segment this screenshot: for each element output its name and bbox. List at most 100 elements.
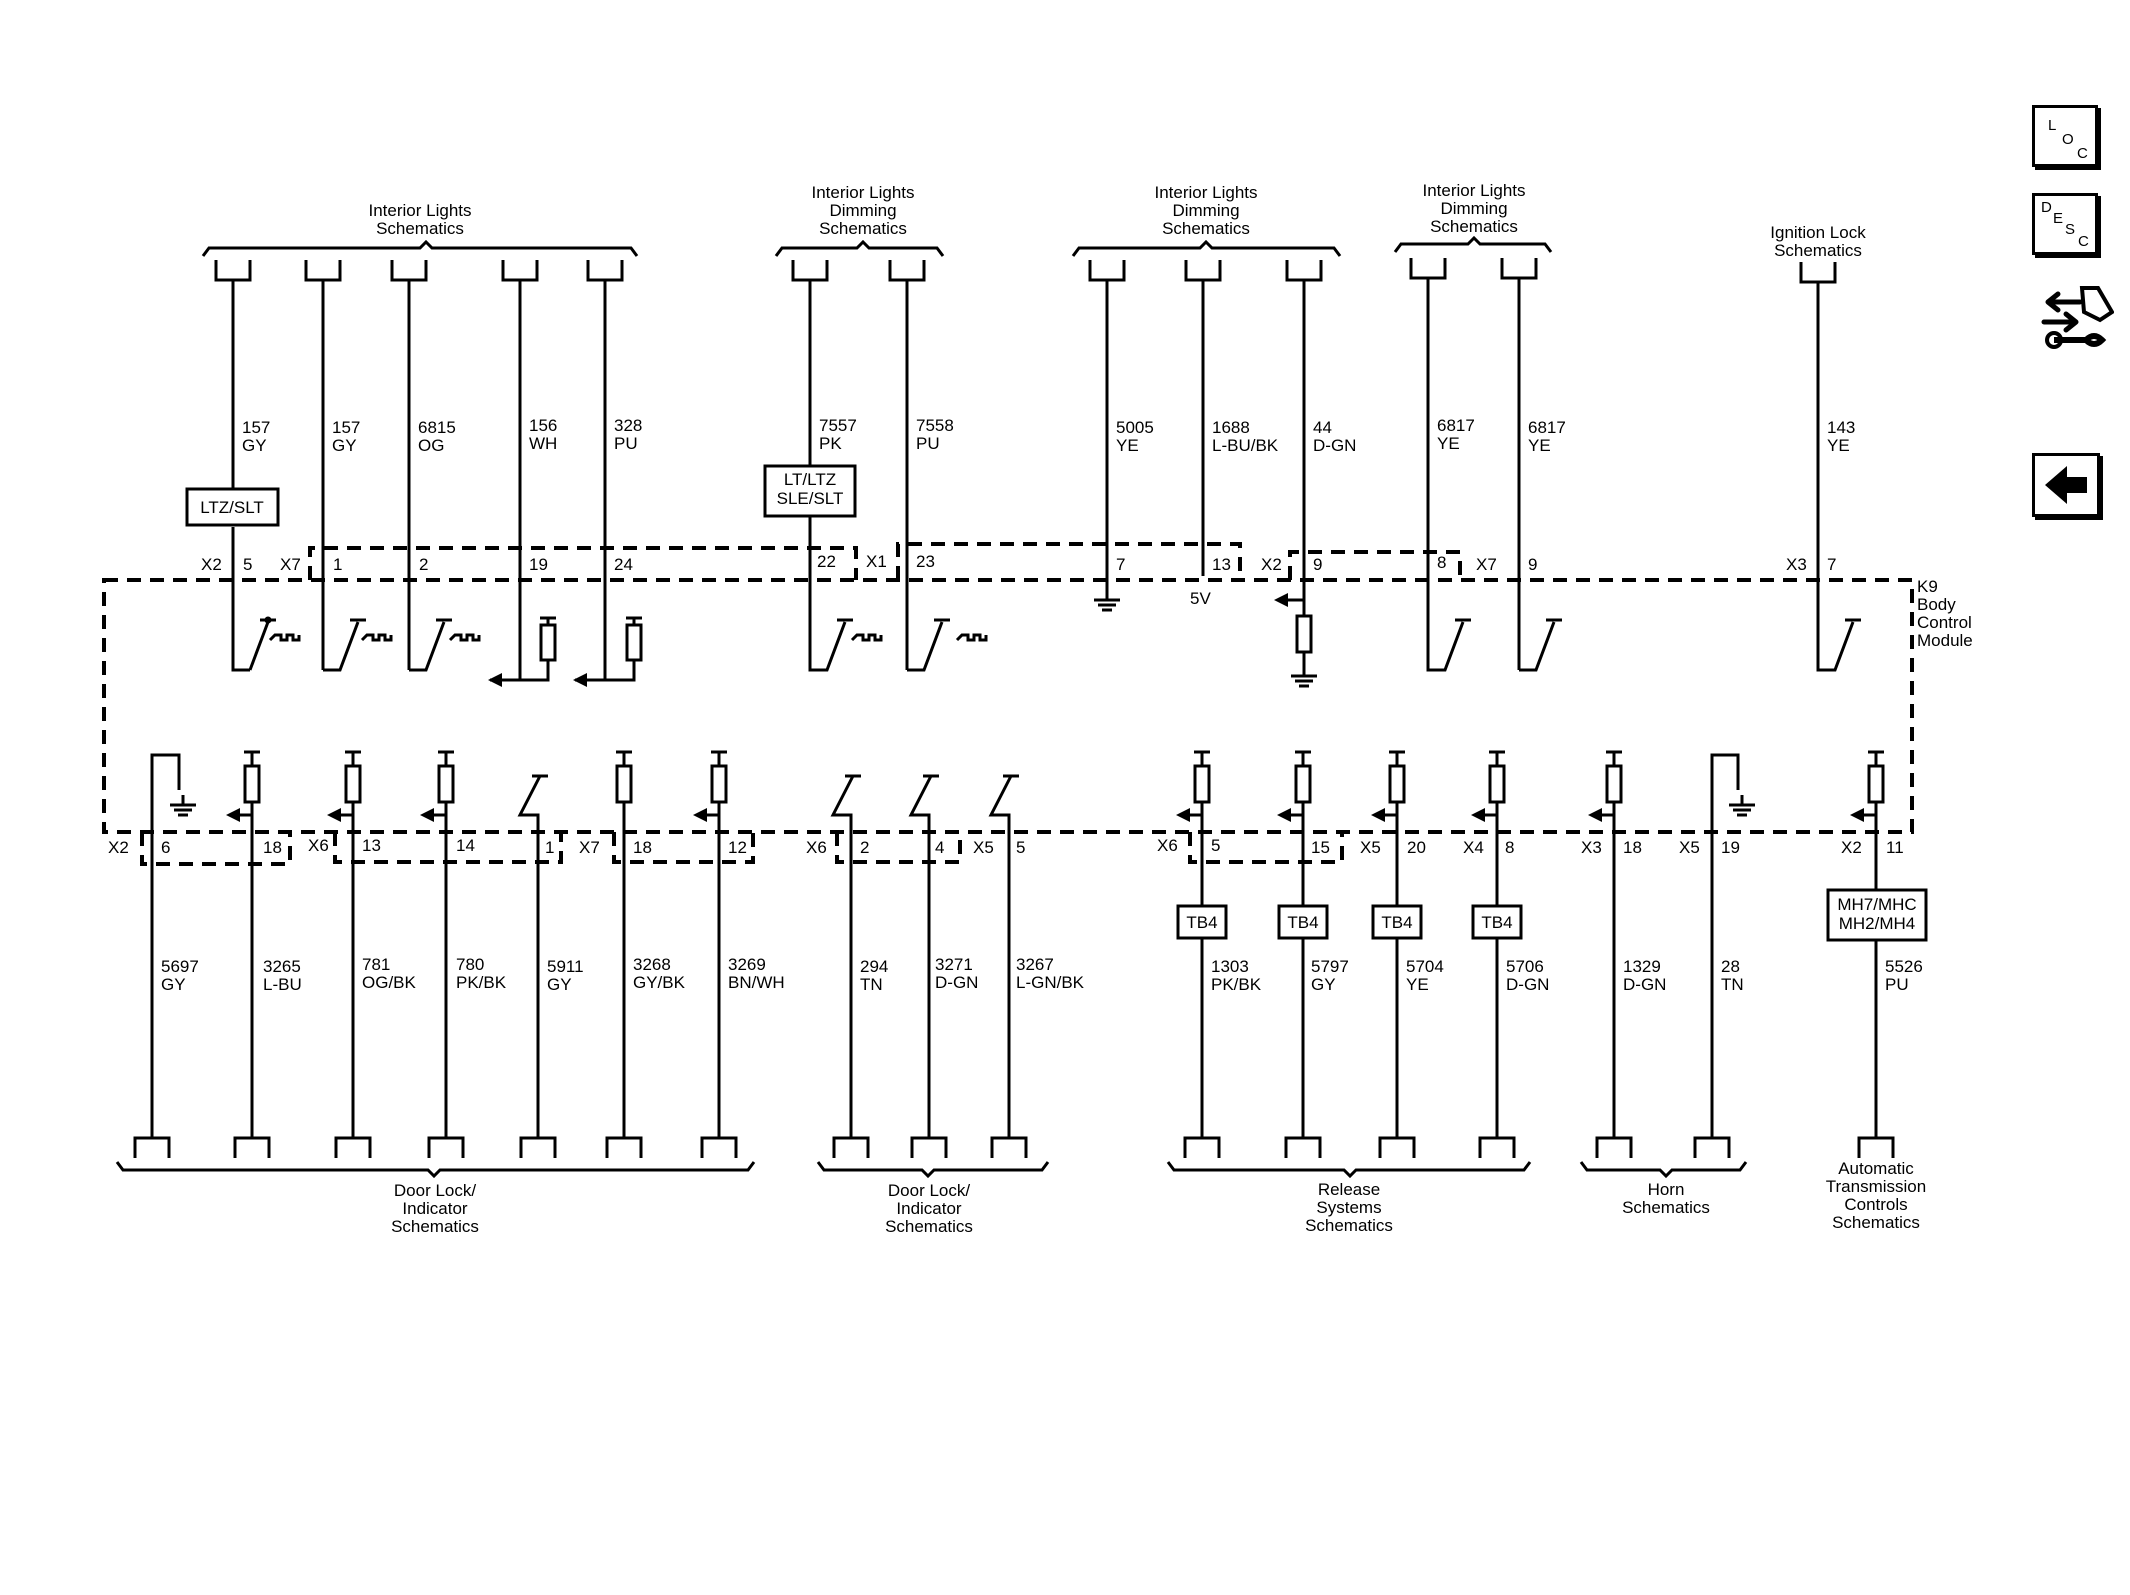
pin-number: 12: [728, 838, 747, 857]
pin-number: 2: [860, 838, 869, 857]
wire-color: D-GN: [935, 973, 978, 992]
wire-circuit: 7557: [819, 416, 857, 435]
connector-label: X5: [1679, 838, 1700, 857]
pin-number: 9: [1528, 555, 1537, 574]
wire-circuit: 7558: [916, 416, 954, 435]
bottom-group-label: Schematics: [1305, 1216, 1393, 1235]
bottom-connector-tabs: [133, 1136, 1895, 1158]
wire-color: BN/WH: [728, 973, 785, 992]
wire-circuit: 5005: [1116, 418, 1154, 437]
wire-circuit: 6815: [418, 418, 456, 437]
bottom-group-label: Horn: [1648, 1180, 1685, 1199]
ground-icon: [1289, 664, 1319, 688]
pin-number: 20: [1407, 838, 1426, 857]
wire-color: L-GN/BK: [1016, 973, 1085, 992]
option-boxes-top: [185, 464, 857, 527]
wire-color: PK/BK: [456, 973, 507, 992]
pin-number: 8: [1505, 838, 1514, 857]
connector-label: X6: [308, 836, 329, 855]
internal-voltage: 5V: [1190, 589, 1211, 608]
bottom-arrowheads: [226, 808, 1864, 822]
top-group-label: Schematics: [376, 219, 464, 238]
pin-number: 18: [263, 838, 282, 857]
pin-number: 1: [545, 838, 554, 857]
wire-circuit: 6817: [1437, 416, 1475, 435]
top-group-label: Dimming: [1440, 199, 1507, 218]
connector-label: X4: [1463, 838, 1484, 857]
pin-number: 5: [243, 555, 252, 574]
connector-label: X2: [201, 555, 222, 574]
wire-circuit: 5911: [547, 957, 584, 976]
connector-label: X2: [1841, 838, 1862, 857]
bottom-group-label: Systems: [1316, 1198, 1381, 1217]
bottom-group-label: Automatic: [1838, 1159, 1914, 1178]
pin-number: 5: [1211, 836, 1220, 855]
top-group-label: Interior Lights: [1155, 183, 1258, 202]
arrowheads: [488, 593, 1288, 687]
desc-letter: C: [2078, 233, 2089, 250]
bottom-connector-groups: [115, 1161, 1748, 1179]
option-label: MH7/MHC: [1837, 895, 1916, 914]
pin-number: 13: [1212, 555, 1231, 574]
wire-circuit: 156: [529, 416, 557, 435]
option-label: TB4: [1186, 913, 1217, 932]
module-name: Body: [1917, 595, 1956, 614]
connector-label: X7: [1476, 555, 1497, 574]
wire-color: YE: [1827, 436, 1850, 455]
connector-label: X7: [579, 838, 600, 857]
pin-number: 7: [1116, 555, 1125, 574]
connector-label: X5: [973, 838, 994, 857]
wire-color: YE: [1528, 436, 1551, 455]
wire-color: GY: [161, 975, 186, 994]
top-group-label: Interior Lights: [1423, 181, 1526, 200]
option-boxes-bottom: [1176, 888, 1928, 942]
connector-label: X5: [1360, 838, 1381, 857]
top-connector-tabs: [214, 258, 1837, 284]
wire-circuit: 1688: [1212, 418, 1250, 437]
connector-label: X7: [280, 555, 301, 574]
wire-circuit: 5697: [161, 957, 199, 976]
wire-circuit: 328: [614, 416, 642, 435]
desc-button[interactable]: D E S C: [2032, 193, 2098, 255]
wire-color: PK/BK: [1211, 975, 1262, 994]
wire-circuit: 6817: [1528, 418, 1566, 437]
wire-circuit: 143: [1827, 418, 1855, 437]
option-label: SLE/SLT: [777, 489, 844, 508]
pin-number: 4: [935, 838, 944, 857]
ground-icon: [1092, 588, 1122, 612]
wire-color: YE: [1406, 975, 1429, 994]
wire-circuit: 5706: [1506, 957, 1544, 976]
desc-letter: D: [2041, 199, 2052, 216]
pin-number: 11: [1886, 838, 1904, 857]
wire-color: WH: [529, 434, 557, 453]
wire-color: GY: [242, 436, 267, 455]
back-button[interactable]: [2032, 453, 2100, 517]
pin-number: 23: [916, 552, 935, 571]
wire-color: TN: [860, 975, 883, 994]
pin-number: 8: [1437, 553, 1446, 572]
top-group-label: Dimming: [829, 201, 896, 220]
bottom-wires: [150, 832, 1878, 1138]
pin-number: 22: [817, 552, 836, 571]
bottom-group-label: Indicator: [896, 1199, 962, 1218]
loc-button[interactable]: L O C: [2032, 105, 2098, 167]
wire-circuit: 5797: [1311, 957, 1349, 976]
wire-circuit: 44: [1313, 418, 1332, 437]
pin-number: 9: [1313, 555, 1322, 574]
option-label: MH2/MH4: [1839, 914, 1916, 933]
connector-label: X1: [866, 552, 887, 571]
top-group-label: Interior Lights: [812, 183, 915, 202]
bottom-group-label: Schematics: [1622, 1198, 1710, 1217]
top-group-label: Schematics: [819, 219, 907, 238]
wire-color: TN: [1721, 975, 1744, 994]
bottom-group-label: Schematics: [391, 1217, 479, 1236]
connector-tools-button[interactable]: [2040, 278, 2115, 354]
bottom-group-label: Controls: [1844, 1195, 1907, 1214]
connector-label: X3: [1581, 838, 1602, 857]
ground-icon: [168, 793, 198, 817]
wire-color: D-GN: [1313, 436, 1356, 455]
wire-circuit: 780: [456, 955, 484, 974]
wire-color: L-BU/BK: [1212, 436, 1279, 455]
wire-circuit: 3267: [1016, 955, 1054, 974]
wire-circuit: 1329: [1623, 957, 1661, 976]
